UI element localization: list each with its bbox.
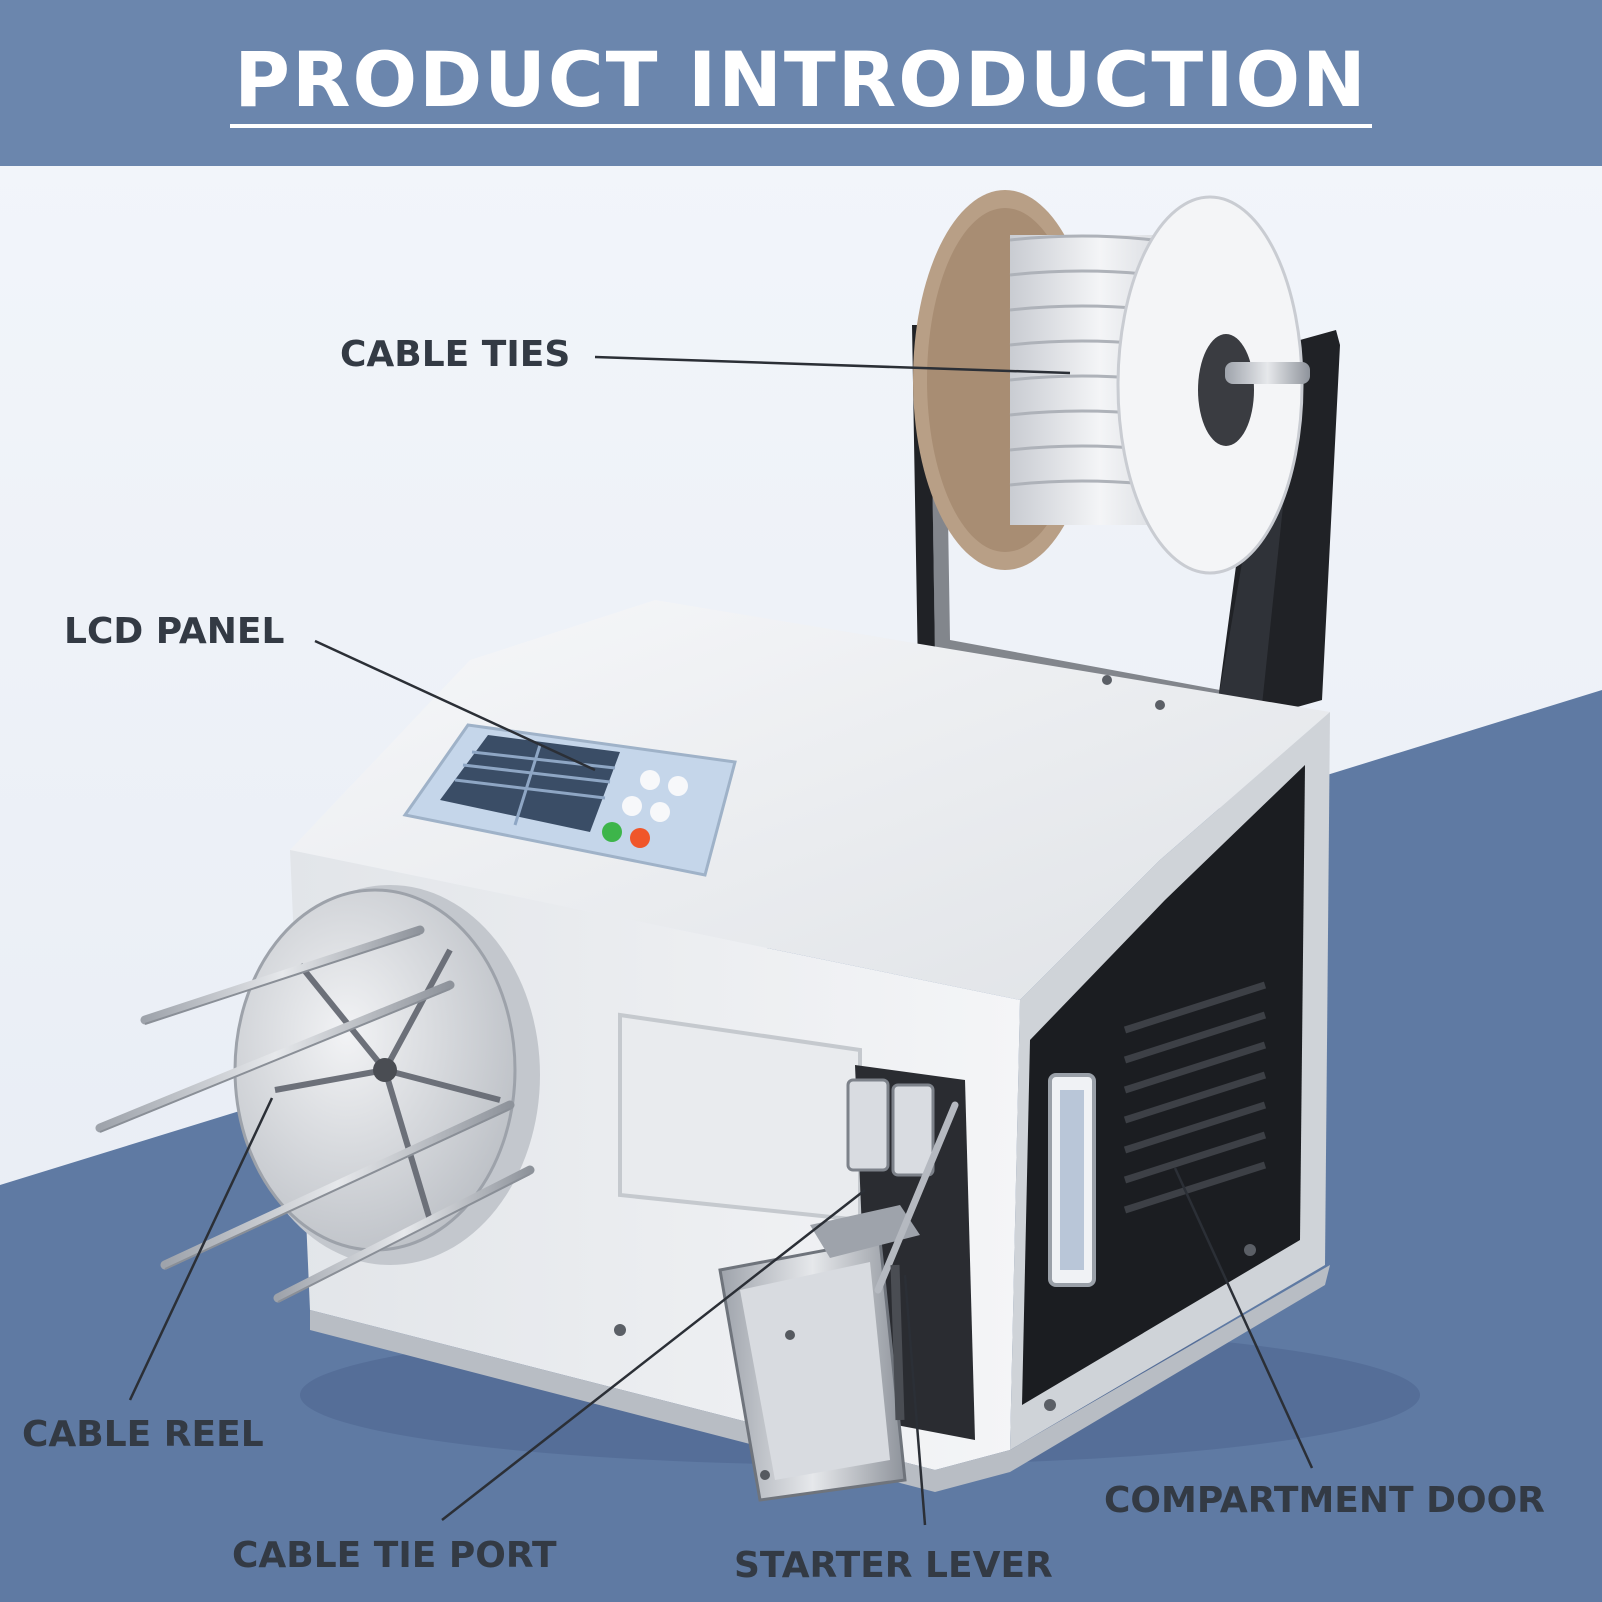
leader-cable-tie-port [441, 1189, 866, 1521]
cable-tie-head [718, 1065, 975, 1502]
lcd-panel [402, 723, 737, 877]
cable-tie-spool [913, 190, 1310, 575]
label-lcd-panel: LCD PANEL [64, 611, 285, 652]
spool-bracket [912, 325, 1340, 730]
label-cable-reel: CABLE REEL [22, 1414, 264, 1455]
label-starter-lever: STARTER LEVER [734, 1545, 1053, 1586]
leader-compartment-door [1173, 1167, 1314, 1469]
leader-starter-lever [903, 1274, 927, 1526]
cable-reel [95, 885, 540, 1303]
page-title: PRODUCT INTRODUCTION [234, 35, 1368, 124]
leader-cable-reel [128, 1097, 274, 1401]
leader-cable-ties [594, 355, 1071, 375]
header-banner: PRODUCT INTRODUCTION [0, 0, 1602, 166]
leader-lcd-panel [314, 639, 596, 772]
title-underline [230, 124, 1372, 128]
label-cable-ties: CABLE TIES [340, 334, 571, 375]
leader-lines [128, 355, 1314, 1526]
label-compartment-door: COMPARTMENT DOOR [1104, 1480, 1545, 1521]
label-cable-tie-port: CABLE TIE PORT [232, 1535, 557, 1576]
